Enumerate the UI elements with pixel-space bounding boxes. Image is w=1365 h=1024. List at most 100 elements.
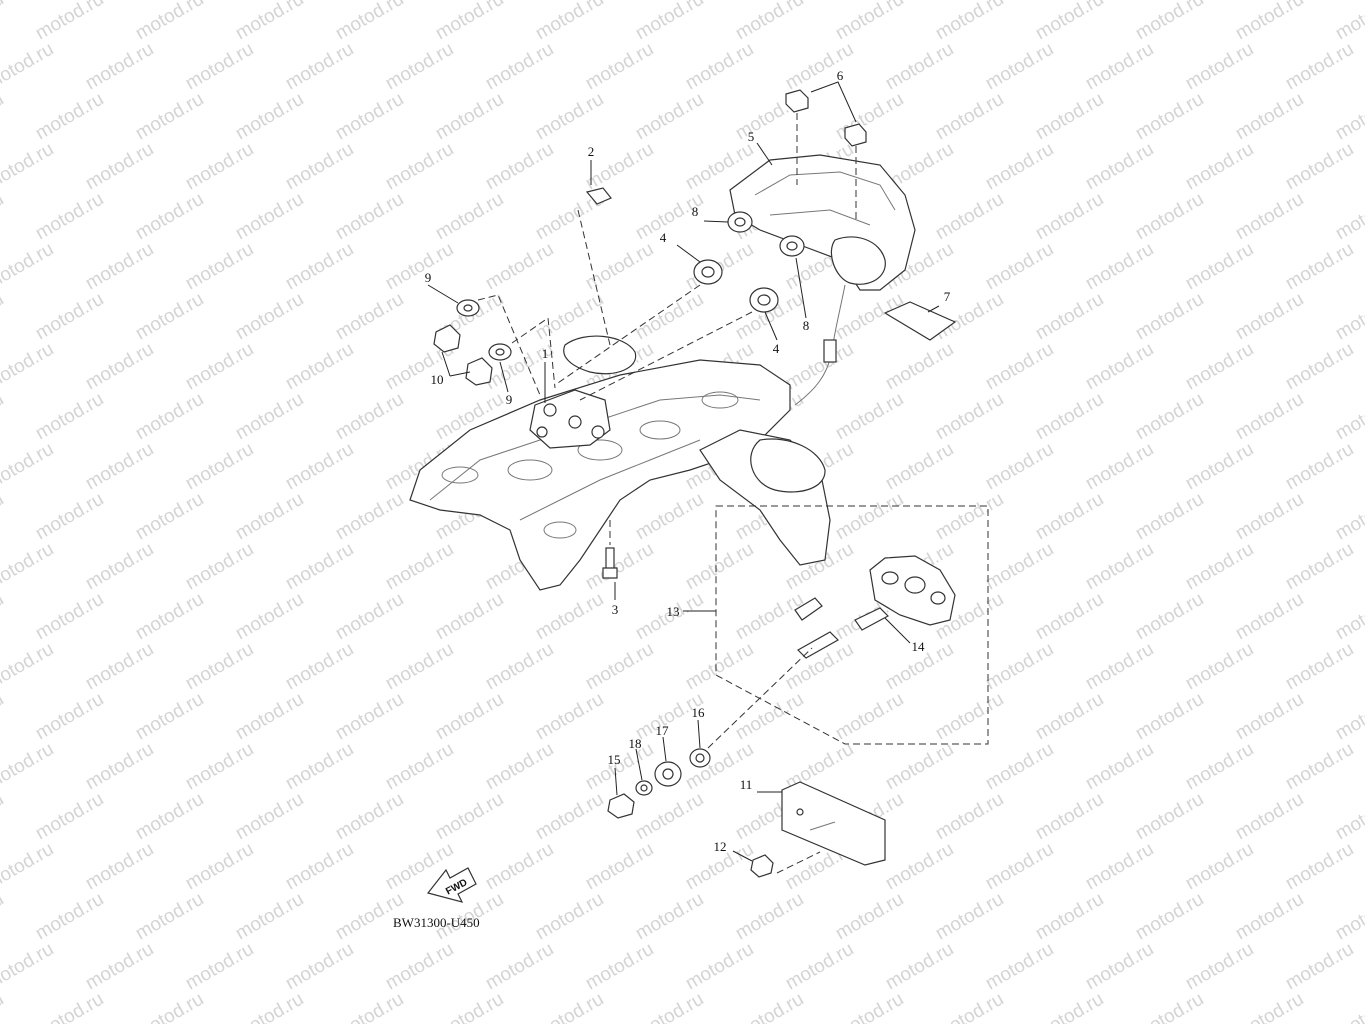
watermark-text: motod.ru — [1332, 689, 1365, 745]
callout-11: 11 — [740, 777, 753, 792]
watermark-text: motod.ru — [182, 339, 257, 395]
watermark-text: motod.ru — [382, 39, 457, 95]
watermark-text: motod.ru — [82, 39, 157, 95]
callout-6: 6 — [837, 68, 844, 83]
watermark-text: motod.ru — [232, 89, 307, 145]
watermark-text: motod.ru — [232, 889, 307, 945]
watermark-text: motod.ru — [0, 289, 7, 345]
watermark-text: motod.ru — [232, 689, 307, 745]
watermark-text: motod.ru — [832, 489, 907, 545]
label-part-7 — [883, 301, 957, 341]
watermark-text: motod.ru — [182, 139, 257, 195]
watermark-text: motod.ru — [532, 589, 607, 645]
watermark-text: motod.ru — [1332, 989, 1365, 1024]
watermark-text: motod.ru — [82, 439, 157, 495]
watermark-text: motod.ru — [282, 439, 357, 495]
watermark-text: motod.ru — [1082, 339, 1157, 395]
watermark-text: motod.ru — [1032, 289, 1107, 345]
watermark-text: motod.ru — [182, 639, 257, 695]
watermark-text: motod.ru — [1282, 239, 1357, 295]
watermark-text: motod.ru — [0, 89, 7, 145]
watermark-text: motod.ru — [932, 889, 1007, 945]
watermark-text: motod.ru — [382, 139, 457, 195]
watermark-text: motod.ru — [282, 539, 357, 595]
watermark-text: motod.ru — [1132, 889, 1207, 945]
watermark-text: motod.ru — [332, 389, 407, 445]
watermark-text: motod.ru — [1032, 789, 1107, 845]
watermark-text: motod.ru — [782, 339, 857, 395]
watermark-text: motod.ru — [132, 589, 207, 645]
watermark-text: motod.ru — [82, 939, 157, 995]
watermark-text: motod.ru — [1082, 839, 1157, 895]
watermark-text: motod.ru — [282, 39, 357, 95]
watermark-text: motod.ru — [32, 189, 107, 245]
watermark-text: motod.ru — [1082, 639, 1157, 695]
watermark-text: motod.ru — [982, 939, 1057, 995]
watermark-text: motod.ru — [82, 539, 157, 595]
watermark-text: motod.ru — [132, 889, 207, 945]
watermark-text: motod.ru — [32, 989, 107, 1024]
watermark-text: motod.ru — [532, 789, 607, 845]
watermark-text: motod.ru — [332, 989, 407, 1024]
watermark-text: motod.ru — [232, 589, 307, 645]
watermark-text: motod.ru — [32, 389, 107, 445]
callout-8-upper: 8 — [692, 204, 699, 219]
watermark-text: motod.ru — [1032, 0, 1107, 44]
watermark-text: motod.ru — [282, 939, 357, 995]
watermark-text: motod.ru — [1032, 589, 1107, 645]
watermark-text: motod.ru — [182, 439, 257, 495]
collar-part-16 — [689, 748, 711, 768]
watermark-text: motod.ru — [1282, 539, 1357, 595]
watermark-text: motod.ru — [0, 439, 57, 495]
watermark-text: motod.ru — [0, 239, 57, 295]
watermark-text: motod.ru — [582, 539, 657, 595]
watermark-text: motod.ru — [332, 289, 407, 345]
rear-fender-assembly — [409, 335, 831, 591]
bolt-part-3 — [602, 547, 618, 579]
watermark-text: motod.ru — [1182, 839, 1257, 895]
watermark-text: motod.ru — [1332, 589, 1365, 645]
watermark-text: motod.ru — [182, 539, 257, 595]
watermark-text: motod.ru — [282, 839, 357, 895]
watermark-text: motod.ru — [1182, 639, 1257, 695]
watermark-text: motod.ru — [982, 339, 1057, 395]
watermark-text: motod.ru — [1332, 89, 1365, 145]
watermark-text: motod.ru — [0, 789, 7, 845]
grommet-part-17 — [654, 761, 682, 787]
watermark-text: motod.ru — [532, 989, 607, 1024]
watermark-text: motod.ru — [1282, 939, 1357, 995]
watermark-text: motod.ru — [632, 89, 707, 145]
watermark-text: motod.ru — [132, 389, 207, 445]
watermark-text: motod.ru — [982, 739, 1057, 795]
watermark-text: motod.ru — [482, 39, 557, 95]
watermark-text: motod.ru — [682, 39, 757, 95]
watermark-text: motod.ru — [582, 639, 657, 695]
watermark-text: motod.ru — [0, 889, 7, 945]
watermark-text: motod.ru — [1282, 39, 1357, 95]
watermark-text: motod.ru — [432, 0, 507, 44]
watermark-text: motod.ru — [1232, 189, 1307, 245]
watermark-text: motod.ru — [632, 489, 707, 545]
watermark-text: motod.ru — [1232, 289, 1307, 345]
watermark-text: motod.ru — [382, 739, 457, 795]
watermark-text: motod.ru — [232, 789, 307, 845]
watermark-text: motod.ru — [932, 389, 1007, 445]
nut-part-10 — [433, 324, 493, 386]
watermark-text: motod.ru — [982, 39, 1057, 95]
callout-3: 3 — [612, 602, 619, 617]
watermark-text: motod.ru — [832, 0, 907, 44]
watermark-text: motod.ru — [1182, 239, 1257, 295]
watermark-text: motod.ru — [82, 139, 157, 195]
watermark-text: motod.ru — [182, 939, 257, 995]
watermark-text: motod.ru — [1282, 839, 1357, 895]
watermark-text: motod.ru — [0, 189, 7, 245]
watermark-text: motod.ru — [0, 0, 7, 44]
watermark-text: motod.ru — [832, 389, 907, 445]
watermark-text: motod.ru — [1132, 989, 1207, 1024]
flasher-group-box — [715, 505, 989, 745]
watermark-text: motod.ru — [182, 739, 257, 795]
watermark-text: motod.ru — [1082, 739, 1157, 795]
watermark-text: motod.ru — [1132, 689, 1207, 745]
watermark-text: motod.ru — [1132, 289, 1207, 345]
